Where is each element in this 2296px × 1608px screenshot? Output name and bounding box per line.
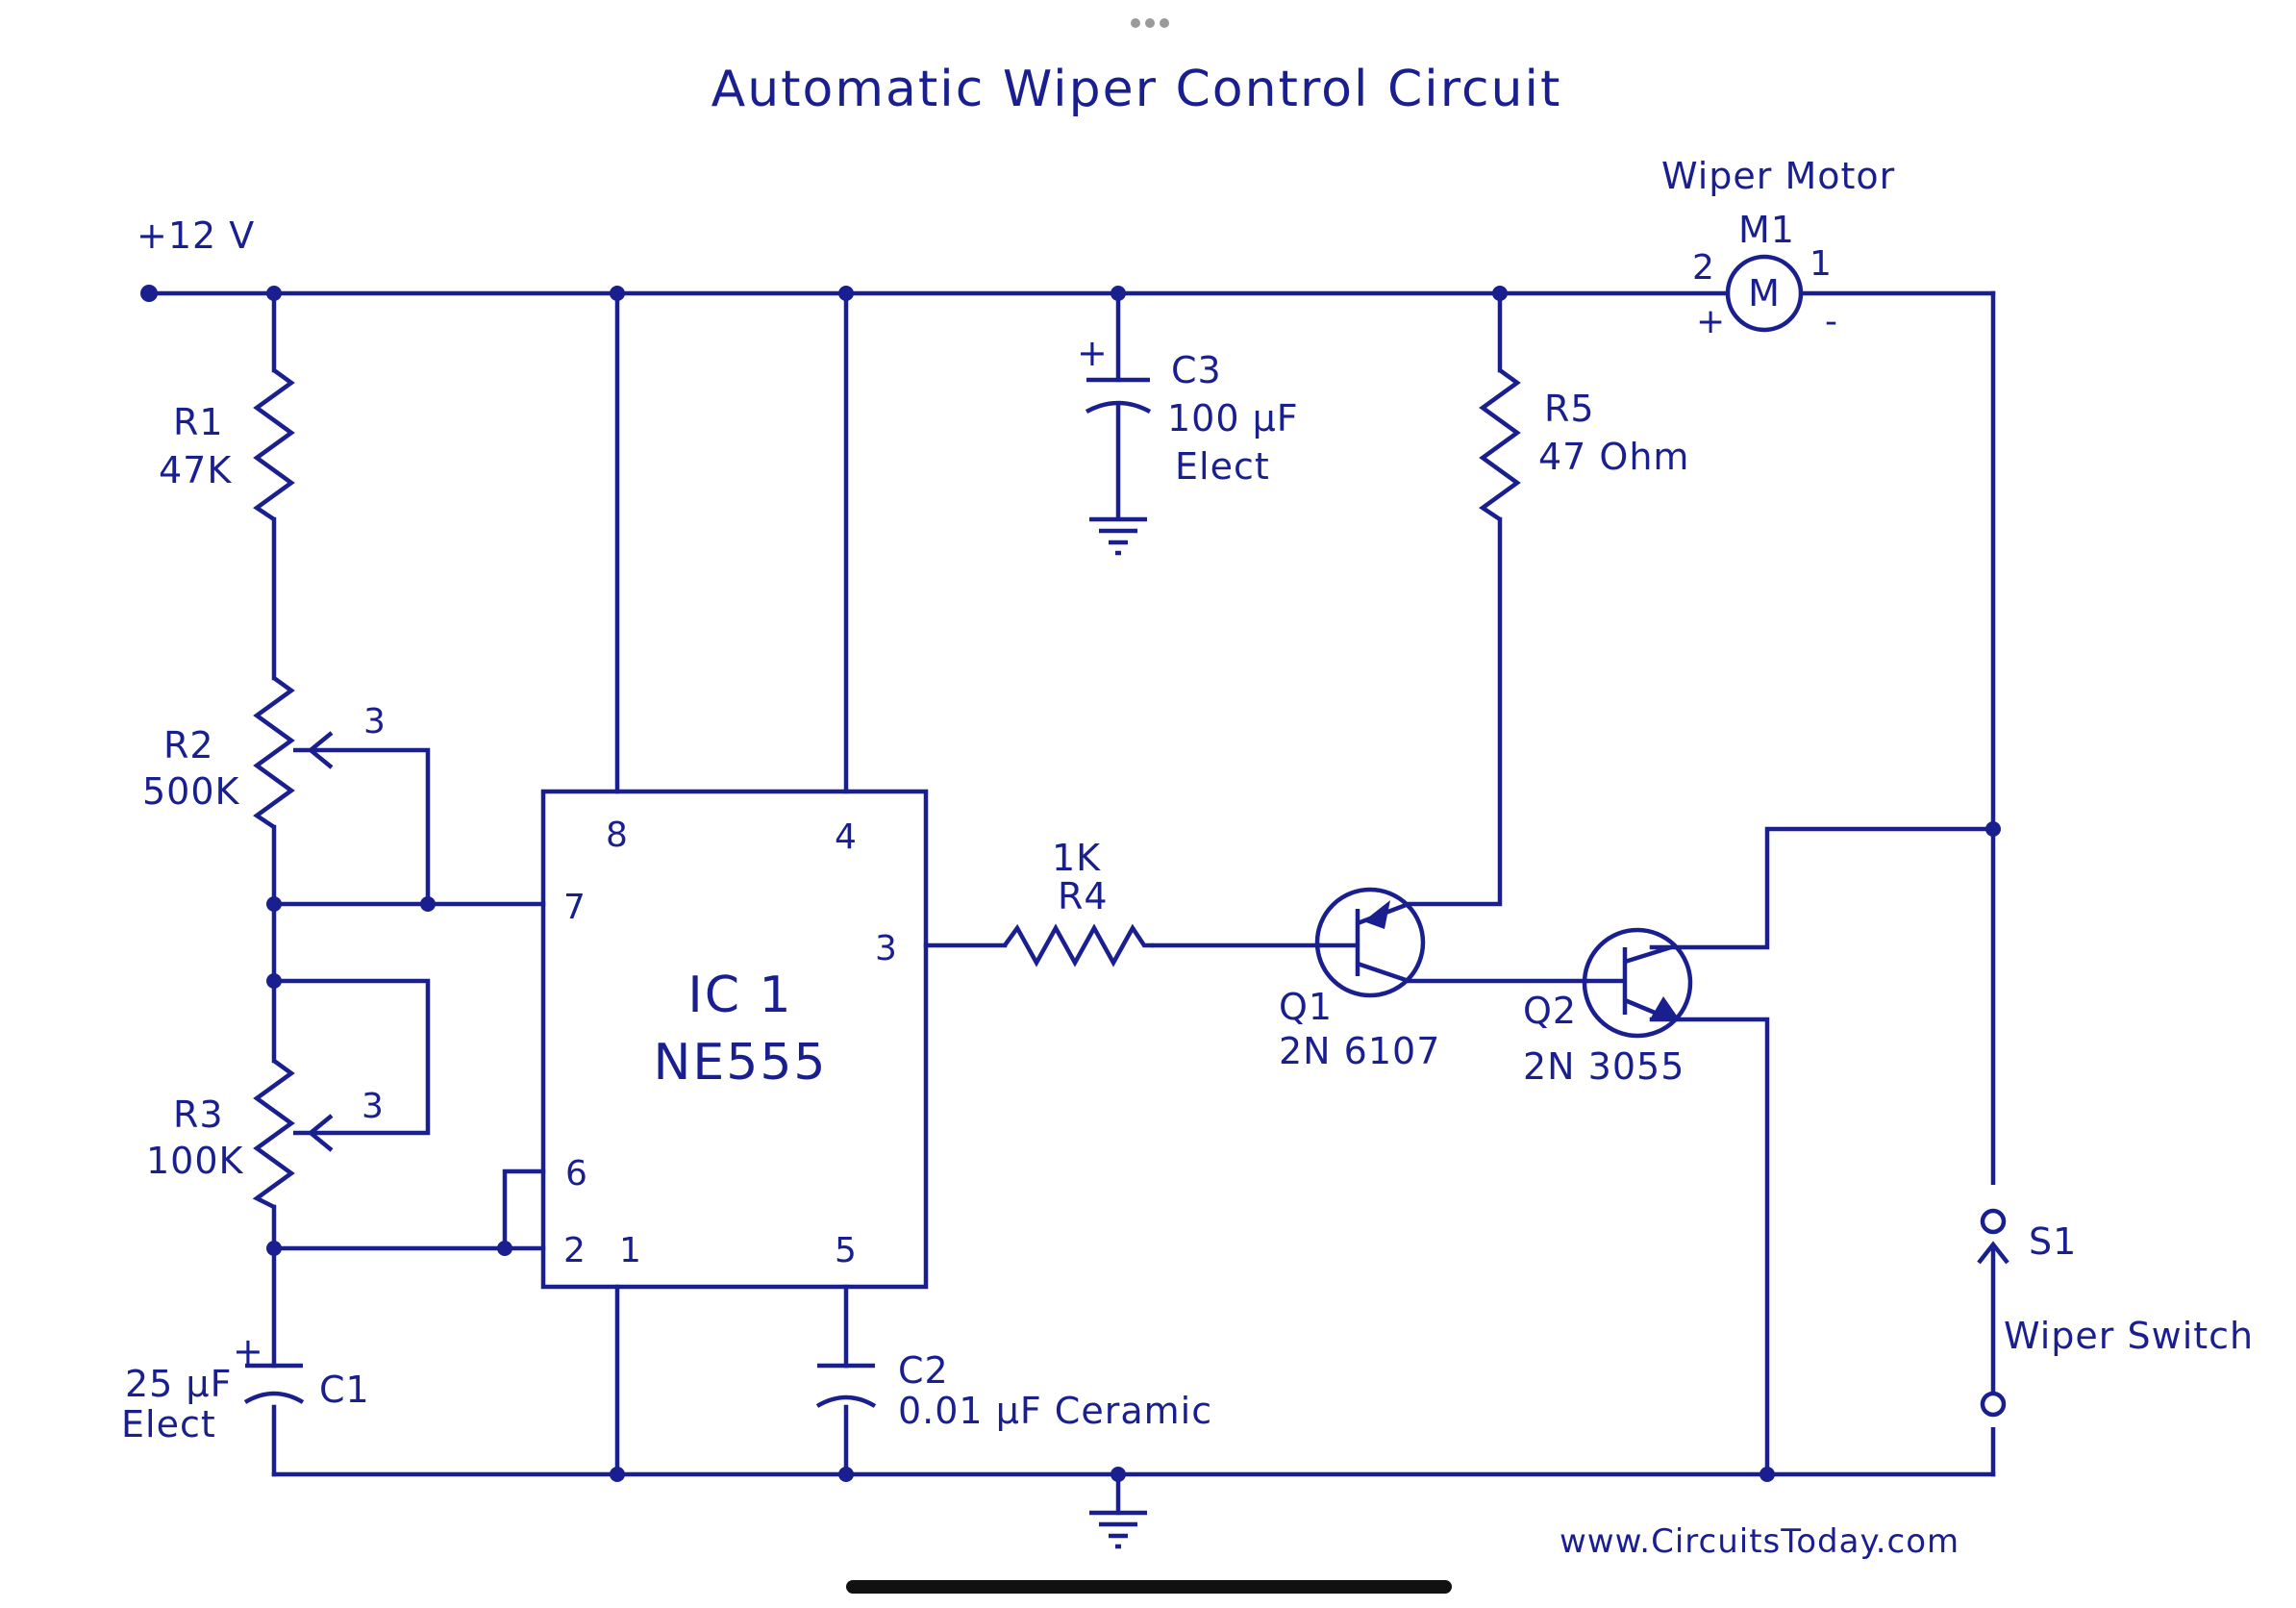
q2-name: Q2 (1523, 990, 1577, 1032)
motor-symbol: M (1748, 272, 1781, 314)
r4-name: R4 (1058, 875, 1109, 917)
resistor-r1: R1 47K (159, 368, 295, 521)
credit-url: www.CircuitsToday.com (1560, 1522, 1959, 1561)
q1-part: 2N 6107 (1279, 1030, 1440, 1072)
r5-name: R5 (1544, 388, 1595, 430)
wiper-motor-m1: M Wiper Motor M1 2 1 + - (1661, 155, 1895, 341)
ic-part: NE555 (653, 1034, 827, 1092)
c1-type: Elect (121, 1403, 216, 1445)
junctions (140, 285, 2001, 1482)
transistor-q2: Q2 2N 3055 (1523, 927, 1693, 1088)
c3-polarity: + (1077, 332, 1109, 374)
potentiometer-r2: R2 500K 3 (142, 676, 386, 829)
ic-pin-6: 6 (565, 1154, 587, 1193)
capacitor-c3: + C3 100 µF Elect (1077, 332, 1299, 556)
motor-caption: Wiper Motor (1661, 155, 1895, 197)
wiring (146, 290, 1996, 1516)
ic-ne555: 8 4 7 3 6 2 1 5 IC 1 NE555 (540, 789, 929, 1290)
r2-wiper-pin: 3 (363, 702, 386, 741)
ic-pin-5: 5 (835, 1231, 857, 1270)
ic-pin-8: 8 (606, 816, 628, 855)
r3-value: 100K (146, 1140, 244, 1182)
switch-caption: Wiper Switch (2004, 1315, 2254, 1357)
ground-symbol-c3 (1089, 516, 1147, 556)
c1-polarity: + (233, 1330, 264, 1372)
ic-pin-3: 3 (875, 929, 897, 968)
motor-pin-right: 1 (1809, 244, 1832, 284)
more-options-icon[interactable] (1131, 18, 1169, 28)
r4-value: 1K (1052, 837, 1101, 879)
transistor-q1: Q1 2N 6107 (1279, 887, 1440, 1072)
wiper-switch-s1: S1 Wiper Switch (1977, 1185, 2254, 1427)
motor-name: M1 (1738, 209, 1795, 251)
r5-value: 47 Ohm (1538, 436, 1689, 478)
ic-pin-4: 4 (835, 817, 857, 857)
c2-name: C2 (898, 1349, 949, 1392)
ic-pin-2: 2 (563, 1231, 586, 1270)
ground-symbol-main (1089, 1510, 1147, 1549)
c1-name: C1 (319, 1369, 370, 1411)
capacitor-c2: C2 0.01 µF Ceramic (815, 1349, 1212, 1432)
motor-plus: + (1696, 302, 1725, 341)
supply-label: +12 V (137, 214, 255, 257)
q1-name: Q1 (1279, 986, 1333, 1028)
capacitor-c1: + 25 µF Elect C1 (121, 1330, 370, 1445)
ic-name: IC 1 (687, 967, 792, 1024)
switch-name: S1 (2029, 1220, 2077, 1263)
c3-name: C3 (1171, 349, 1222, 391)
c3-type: Elect (1175, 445, 1270, 488)
r1-name: R1 (173, 401, 224, 443)
potentiometer-r3: R3 100K 3 (146, 1059, 384, 1210)
r2-value: 500K (142, 770, 240, 813)
r3-wiper-pin: 3 (362, 1087, 384, 1126)
home-indicator[interactable] (846, 1580, 1452, 1594)
motor-minus: - (1825, 302, 1837, 341)
r1-value: 47K (159, 449, 232, 491)
c2-value: 0.01 µF Ceramic (898, 1390, 1212, 1432)
r2-name: R2 (163, 724, 214, 766)
c1-value: 25 µF (125, 1363, 232, 1405)
q2-part: 2N 3055 (1523, 1045, 1685, 1088)
ic-pin-1: 1 (619, 1231, 641, 1270)
c3-value: 100 µF (1167, 397, 1299, 440)
diagram-title: Automatic Wiper Control Circuit (711, 61, 1562, 118)
r3-name: R3 (173, 1093, 224, 1136)
ic-pin-7: 7 (563, 888, 586, 927)
resistor-r5: R5 47 Ohm (1479, 368, 1689, 521)
motor-pin-left: 2 (1692, 248, 1714, 288)
resistor-r4: 1K R4 (1003, 837, 1154, 967)
